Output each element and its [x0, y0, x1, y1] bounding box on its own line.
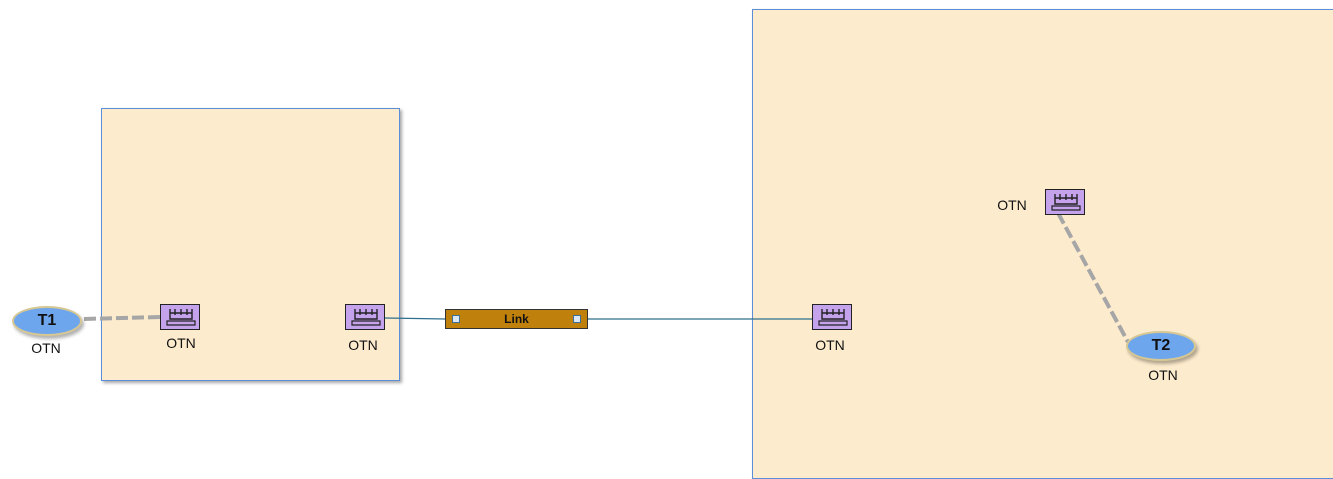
port-left-inner[interactable] — [160, 304, 200, 330]
link-endpoint-right — [573, 315, 581, 323]
port-right-inner[interactable] — [1045, 189, 1085, 215]
node-box-right[interactable] — [752, 9, 1333, 479]
port-label-right-entry: OTN — [815, 337, 845, 353]
link-label: Link — [504, 312, 529, 326]
terminal-t2[interactable]: T2 — [1126, 331, 1196, 361]
terminal-t2-caption: OTN — [1148, 367, 1178, 383]
port-label-right-inner: OTN — [997, 197, 1027, 213]
terminal-t2-label: T2 — [1151, 337, 1171, 354]
link-connector-left — [384, 317, 447, 320]
dashed-connector-t2 — [1056, 212, 1130, 343]
link-endpoint-left — [452, 315, 460, 323]
link-bar[interactable]: Link — [445, 309, 588, 329]
dashed-connector-t1 — [83, 315, 161, 321]
terminal-t1-label: T1 — [37, 312, 57, 329]
terminal-t1-caption: OTN — [31, 340, 61, 356]
port-label-left-inner: OTN — [166, 335, 196, 351]
terminal-t1[interactable]: T1 — [12, 306, 82, 336]
port-label-left-outer: OTN — [348, 337, 378, 353]
port-right-entry[interactable] — [812, 304, 852, 330]
port-left-outer[interactable] — [345, 304, 385, 330]
node-box-left[interactable] — [101, 108, 400, 381]
